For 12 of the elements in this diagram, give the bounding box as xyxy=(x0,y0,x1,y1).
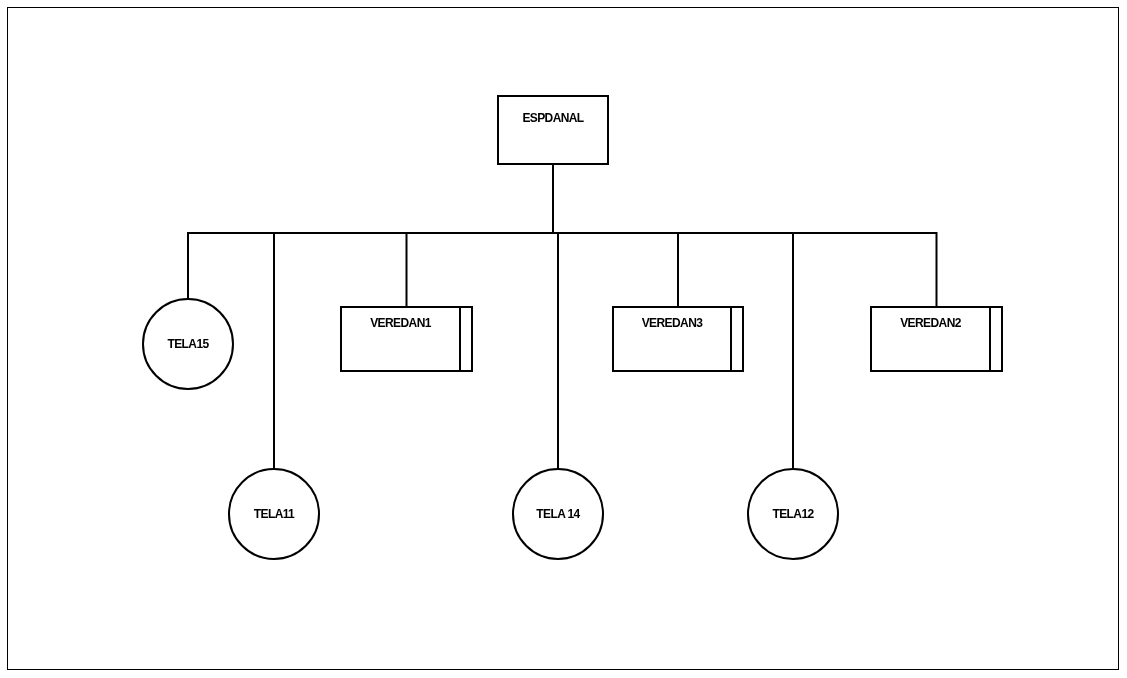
node-label: TELA12 xyxy=(772,507,814,521)
store-box xyxy=(612,306,744,372)
node-label: TELA15 xyxy=(167,337,209,351)
process-box xyxy=(497,95,609,165)
node-label: VEREDAN3 xyxy=(641,316,703,330)
node-label: ESPDANAL xyxy=(522,111,584,125)
node-label: TELA11 xyxy=(253,507,295,521)
store-box xyxy=(870,306,1003,372)
node-label: VEREDAN1 xyxy=(370,316,431,330)
store-box xyxy=(340,306,473,372)
node-label: TELA 14 xyxy=(536,507,580,521)
node-label: VEREDAN2 xyxy=(900,316,961,330)
